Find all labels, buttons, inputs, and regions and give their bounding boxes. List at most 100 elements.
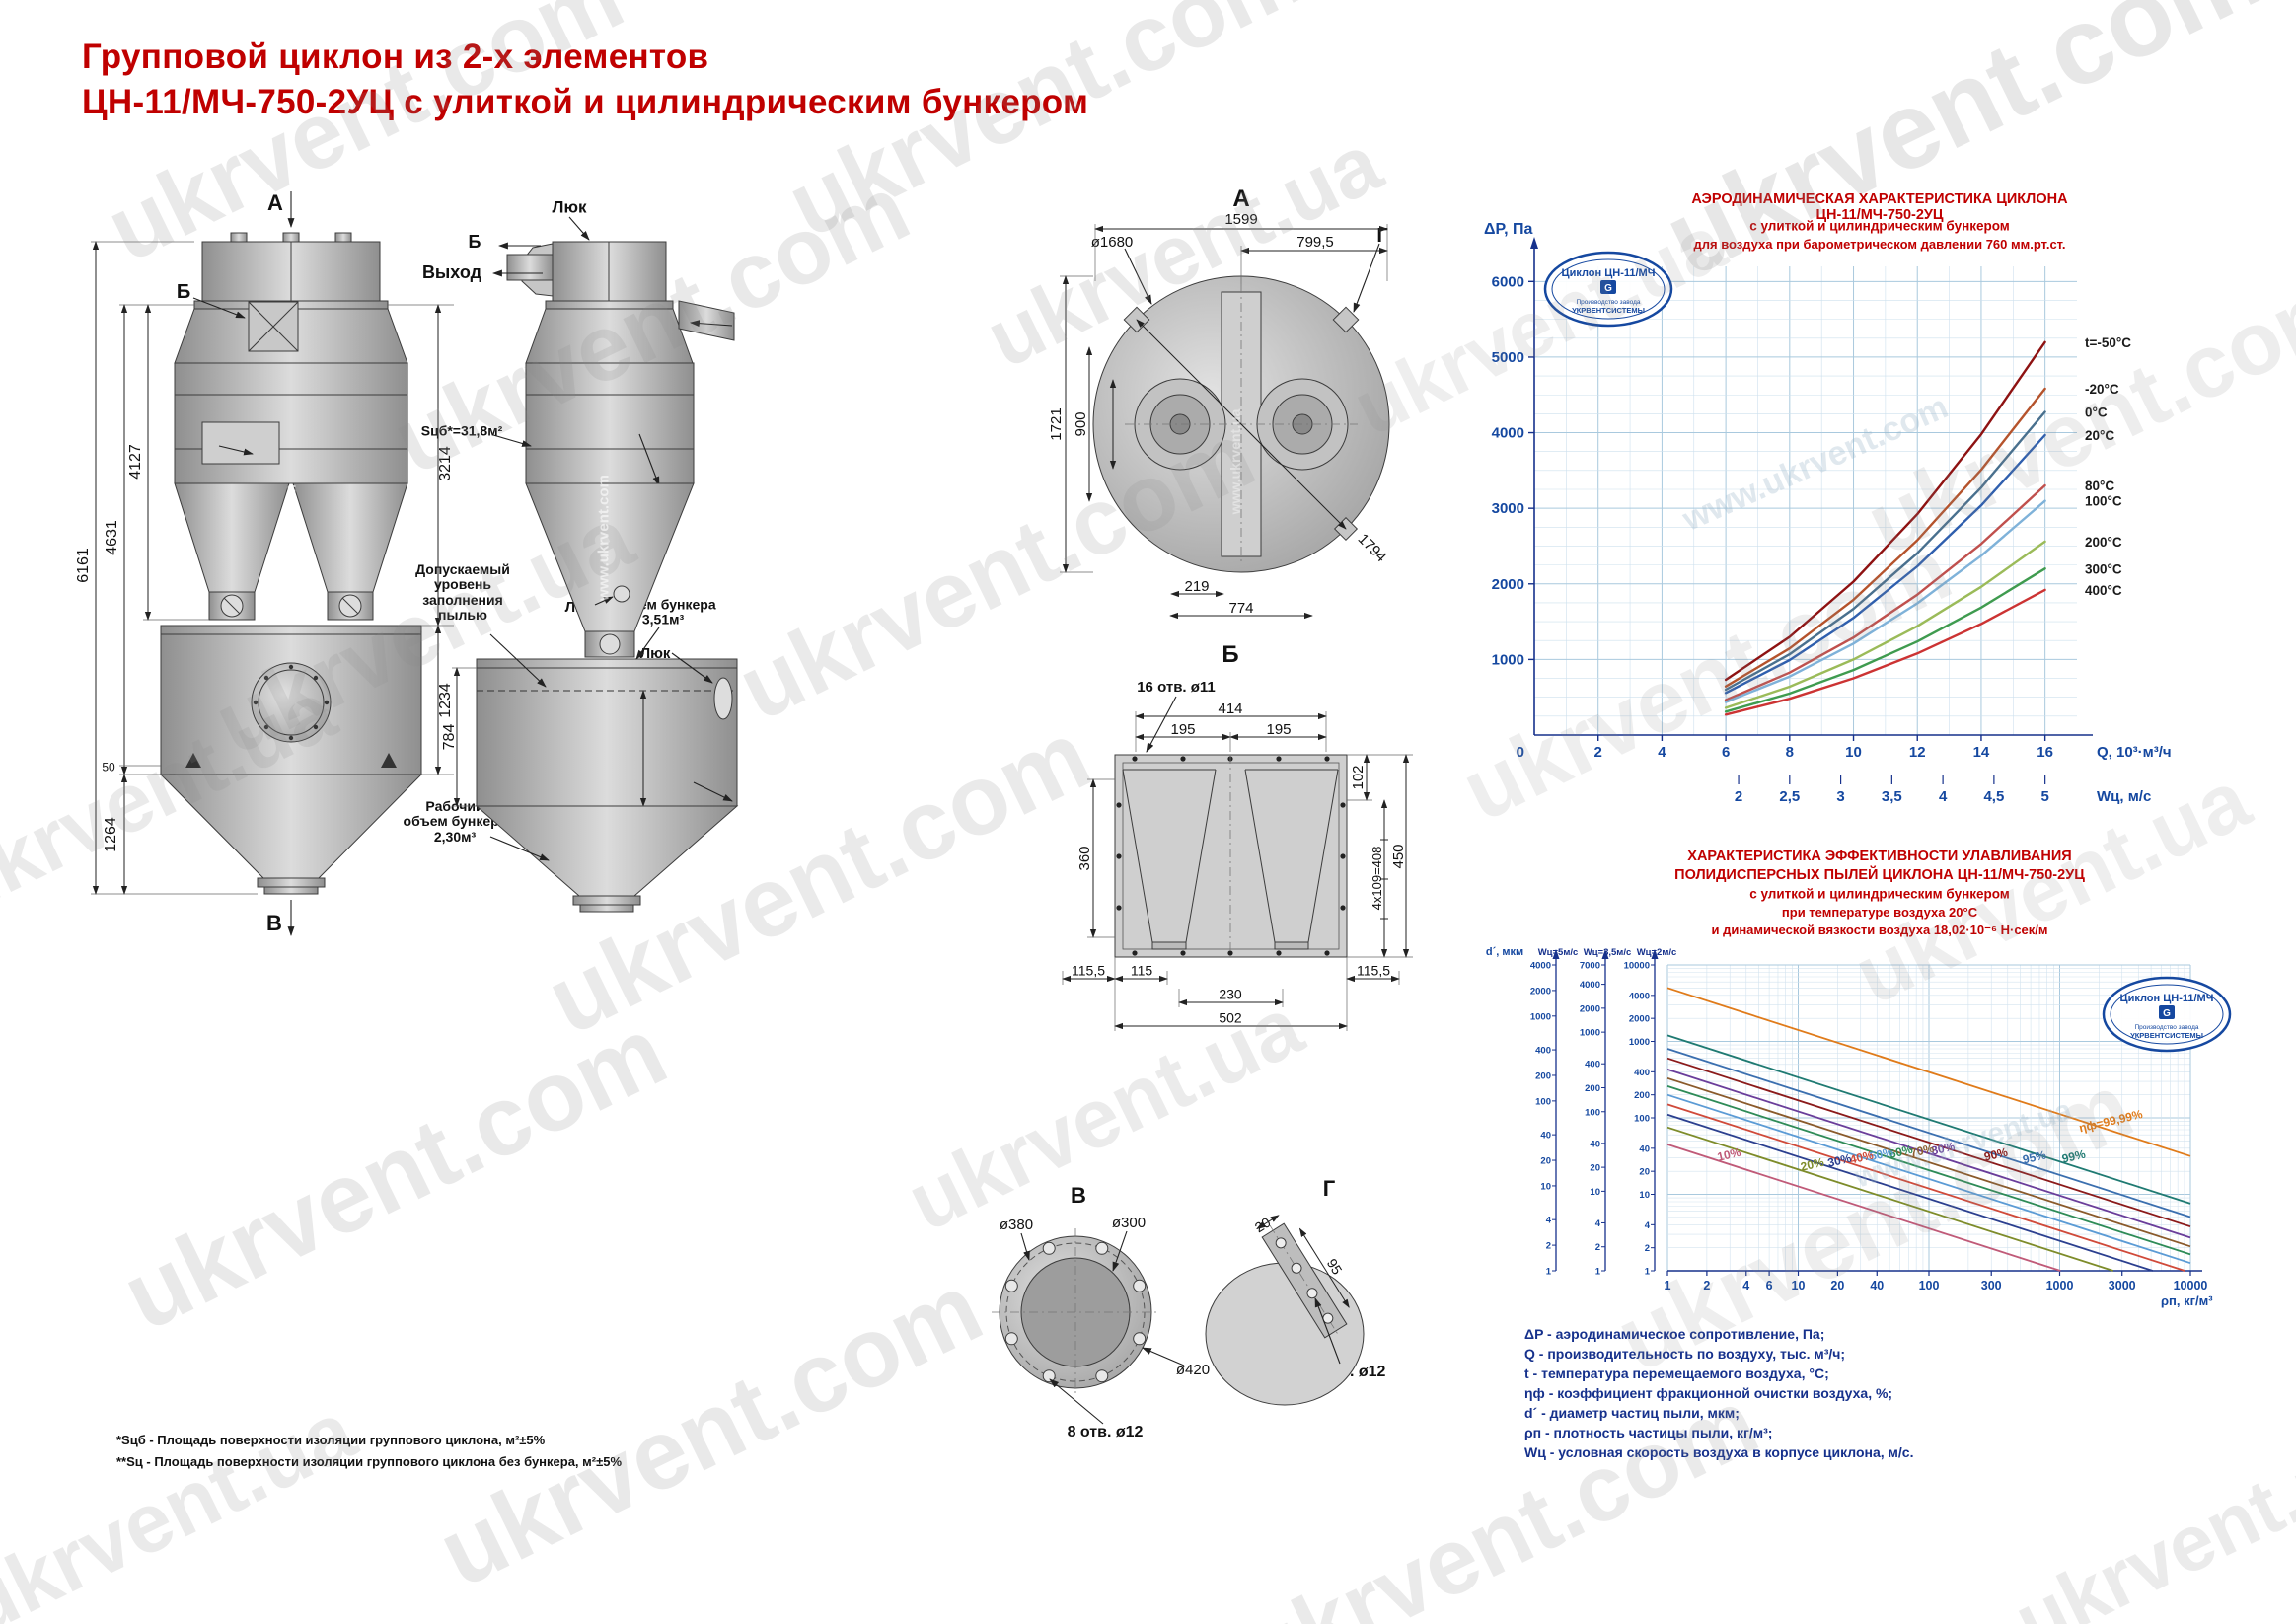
svg-text:4000: 4000 [1530, 961, 1551, 972]
svg-text:6: 6 [1722, 744, 1730, 761]
svg-text:40: 40 [1639, 1144, 1650, 1154]
svg-text:Производство завода: Производство завода [2134, 1024, 2198, 1031]
svg-text:4: 4 [1546, 1216, 1552, 1226]
svg-text:10%: 10% [1716, 1145, 1742, 1164]
svg-text:G: G [2163, 1008, 2171, 1019]
svg-text:300: 300 [1981, 1279, 2002, 1292]
svg-text:95%: 95% [2022, 1147, 2048, 1166]
svg-text:300°C: 300°C [2085, 561, 2122, 576]
legend-item: ΔP - аэродинамическое сопротивление, Па; [1524, 1326, 1825, 1342]
svg-text:Циклон ЦН-11/МЧ: Циклон ЦН-11/МЧ [2120, 993, 2214, 1004]
svg-text:2000: 2000 [1580, 1003, 1600, 1014]
svg-text:2000: 2000 [1530, 986, 1551, 997]
svg-text:3,5: 3,5 [1882, 788, 1902, 805]
view-v-drawing [992, 1228, 1185, 1425]
svg-text:10000: 10000 [2174, 1279, 2208, 1292]
svg-text:16: 16 [2037, 744, 2053, 761]
svg-text:400: 400 [1585, 1060, 1600, 1070]
page-title-line2: ЦН-11/МЧ-750-2УЦ с улиткой и цилиндричес… [82, 83, 1089, 121]
svg-text:1: 1 [1665, 1279, 1671, 1292]
svg-text:1000: 1000 [1580, 1028, 1600, 1039]
svg-text:2: 2 [1594, 744, 1602, 761]
svg-text:t=-50°C: t=-50°C [2085, 335, 2131, 350]
svg-text:5000: 5000 [1492, 349, 1524, 366]
svg-text:200: 200 [1634, 1090, 1650, 1101]
svg-text:20: 20 [1639, 1167, 1650, 1178]
page-title-line1: Групповой циклон из 2-х элементов [82, 37, 709, 76]
svg-text:4,5: 4,5 [1983, 788, 2004, 805]
svg-text:4: 4 [1742, 1279, 1749, 1292]
legend-item: ρп - плотность частицы пыли, кг/м³; [1524, 1425, 1773, 1440]
svg-text:Wц=2м/с: Wц=2м/с [1637, 947, 1677, 958]
svg-text:2: 2 [1703, 1279, 1710, 1292]
svg-text:10: 10 [1540, 1181, 1551, 1192]
svg-text:1: 1 [1546, 1267, 1552, 1278]
svg-text:200: 200 [1535, 1070, 1551, 1081]
svg-text:40: 40 [1590, 1139, 1600, 1149]
svg-text:10: 10 [1639, 1190, 1650, 1201]
top-view-a-drawing [1060, 224, 1390, 620]
svg-text:Q, 10³·м³/ч: Q, 10³·м³/ч [2097, 744, 2172, 761]
legend-item: Wц - условная скорость воздуха в корпусе… [1524, 1444, 1914, 1460]
svg-text:5: 5 [2040, 788, 2048, 805]
svg-text:6: 6 [1766, 1279, 1773, 1292]
svg-text:99%: 99% [2060, 1147, 2087, 1166]
svg-text:1000: 1000 [1629, 1037, 1650, 1048]
section-b-drawing [1062, 696, 1413, 1031]
svg-text:90%: 90% [1983, 1145, 2010, 1164]
svg-text:4000: 4000 [1580, 980, 1600, 991]
svg-text:4000: 4000 [1629, 991, 1650, 1001]
svg-text:ρп, кг/м³: ρп, кг/м³ [2161, 1293, 2213, 1308]
svg-text:G: G [1604, 283, 1612, 294]
svg-text:200°C: 200°C [2085, 535, 2122, 550]
svg-text:0: 0 [1517, 744, 1524, 761]
svg-text:50%: 50% [1869, 1144, 1895, 1163]
footnote-sc: **Sц - Площадь поверхности изоляции груп… [116, 1454, 623, 1469]
view-g-drawing [1205, 1215, 1365, 1406]
legend-item: d´ - диаметр частиц пыли, мкм; [1524, 1405, 1740, 1421]
svg-text:Циклон ЦН-11/МЧ: Циклон ЦН-11/МЧ [1562, 267, 1656, 279]
svg-text:УКРВЕНТСИСТЕМЫ: УКРВЕНТСИСТЕМЫ [1572, 306, 1645, 315]
svg-text:100: 100 [1535, 1096, 1551, 1107]
svg-text:1: 1 [1595, 1267, 1601, 1278]
svg-text:1000: 1000 [1530, 1011, 1551, 1022]
svg-text:4000: 4000 [1492, 425, 1524, 442]
svg-text:3: 3 [1836, 788, 1844, 805]
svg-text:0°C: 0°C [2085, 405, 2108, 419]
svg-text:70%: 70% [1909, 1142, 1936, 1160]
svg-text:4: 4 [1658, 744, 1666, 761]
svg-text:400°C: 400°C [2085, 583, 2122, 598]
svg-text:30%: 30% [1826, 1151, 1853, 1170]
svg-text:-20°C: -20°C [2085, 382, 2119, 397]
svg-text:4: 4 [1645, 1220, 1651, 1231]
svg-text:1000: 1000 [1492, 651, 1524, 668]
svg-text:Wц, м/с: Wц, м/с [2097, 788, 2151, 805]
svg-text:100: 100 [1634, 1114, 1650, 1125]
svg-text:400: 400 [1535, 1046, 1551, 1057]
svg-text:6000: 6000 [1492, 273, 1524, 290]
chart-legend: ΔP - аэродинамическое сопротивление, Па;… [1524, 1324, 2284, 1462]
svg-text:Производство завода: Производство завода [1576, 299, 1640, 306]
svg-text:40: 40 [1540, 1131, 1551, 1142]
svg-text:14: 14 [1973, 744, 1990, 761]
svg-text:2: 2 [1546, 1241, 1551, 1252]
svg-text:80%: 80% [1930, 1140, 1957, 1158]
svg-text:20%: 20% [1799, 1155, 1825, 1174]
svg-text:Wц=5м/с: Wц=5м/с [1538, 947, 1579, 958]
svg-text:3000: 3000 [2109, 1279, 2136, 1292]
svg-text:40%: 40% [1848, 1147, 1875, 1166]
svg-text:10: 10 [1845, 744, 1862, 761]
svg-text:20: 20 [1590, 1163, 1600, 1174]
svg-text:2: 2 [1735, 788, 1742, 805]
svg-text:100: 100 [1919, 1279, 1940, 1292]
svg-text:2,5: 2,5 [1779, 788, 1800, 805]
svg-text:40: 40 [1870, 1279, 1884, 1292]
front-view-drawing [91, 191, 454, 936]
svg-text:4: 4 [1595, 1218, 1601, 1229]
svg-text:2000: 2000 [1629, 1014, 1650, 1025]
svg-text:60%: 60% [1888, 1143, 1914, 1161]
svg-text:7000: 7000 [1580, 961, 1600, 972]
